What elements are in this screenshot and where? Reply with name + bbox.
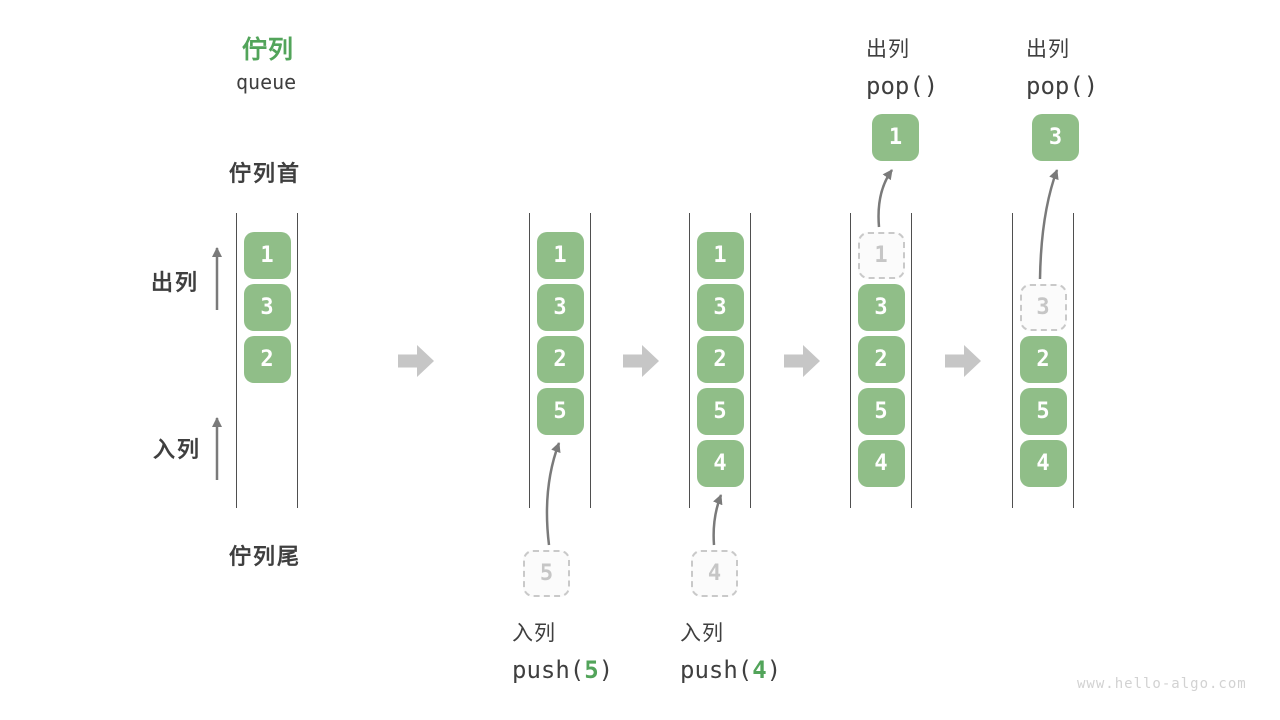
watermark: www.hello-algo.com	[1077, 676, 1247, 692]
queue-element: 3	[696, 284, 744, 331]
queue-element: 1	[696, 232, 744, 279]
queue-slot-removed: 3	[1019, 284, 1067, 331]
queue-column-line	[1011, 213, 1014, 508]
queue-element: 2	[243, 336, 291, 383]
dequeue-side-label: 出列	[151, 270, 200, 295]
push-label-code: push(5)	[512, 656, 613, 684]
diagram-title-zh: 佇列	[242, 36, 295, 64]
move-arrow	[712, 494, 723, 546]
queue-column-line	[296, 213, 299, 508]
transition-arrow	[398, 345, 434, 377]
queue-element: 3	[243, 284, 291, 331]
push-operation-label-2: 入列 push(4)	[680, 617, 781, 684]
queue-element: 4	[1019, 440, 1067, 487]
queue-element: 1	[536, 232, 584, 279]
pop-label-zh: 出列	[866, 38, 910, 61]
push-label-zh: 入列	[680, 622, 724, 645]
queue-front-label: 佇列首	[229, 161, 302, 186]
queue-element: 4	[857, 440, 905, 487]
pop-operation-label-1: 出列 pop()	[866, 33, 938, 100]
pop-label-code: pop()	[1026, 72, 1099, 100]
move-arrow	[545, 442, 561, 546]
diagram-title-en: queue	[236, 70, 297, 94]
queue-element: 2	[857, 336, 905, 383]
transition-arrow	[945, 345, 981, 377]
queue-element: 5	[536, 388, 584, 435]
popped-element: 3	[1032, 114, 1079, 161]
move-arrow	[877, 169, 894, 228]
queue-element: 5	[1019, 388, 1067, 435]
enqueue-side-label: 入列	[153, 437, 202, 462]
move-arrow	[1038, 169, 1059, 280]
transition-arrow	[623, 345, 659, 377]
queue-element: 3	[536, 284, 584, 331]
push-label-code: push(4)	[680, 656, 781, 684]
queue-column-line	[749, 213, 752, 508]
queue-element: 2	[696, 336, 744, 383]
queue-column-line	[1072, 213, 1075, 508]
queue-column-line	[589, 213, 592, 508]
push-code-suffix: )	[766, 656, 782, 684]
queue-column-line	[688, 213, 691, 508]
push-operation-label-1: 入列 push(5)	[512, 617, 613, 684]
pop-label-code: pop()	[866, 72, 939, 100]
queue-element: 1	[243, 232, 291, 279]
queue-column-line	[910, 213, 913, 508]
push-code-prefix: push(	[680, 656, 753, 684]
popped-element: 1	[872, 114, 919, 161]
queue-column-line	[235, 213, 238, 508]
queue-rear-label: 佇列尾	[229, 544, 302, 569]
transition-arrow	[784, 345, 820, 377]
staged-element: 5	[523, 550, 570, 597]
push-code-suffix: )	[598, 656, 614, 684]
push-label-zh: 入列	[512, 622, 556, 645]
push-code-prefix: push(	[512, 656, 585, 684]
queue-element: 5	[857, 388, 905, 435]
pop-label-zh: 出列	[1026, 38, 1070, 61]
queue-element: 4	[696, 440, 744, 487]
queue-column-line	[849, 213, 852, 508]
queue-element: 2	[536, 336, 584, 383]
push-code-arg: 4	[752, 656, 767, 684]
queue-slot-removed: 1	[857, 232, 905, 279]
pop-operation-label-2: 出列 pop()	[1026, 33, 1098, 100]
queue-column-line	[528, 213, 531, 508]
staged-element: 4	[691, 550, 738, 597]
queue-element: 3	[857, 284, 905, 331]
queue-element: 2	[1019, 336, 1067, 383]
push-code-arg: 5	[584, 656, 599, 684]
queue-element: 5	[696, 388, 744, 435]
